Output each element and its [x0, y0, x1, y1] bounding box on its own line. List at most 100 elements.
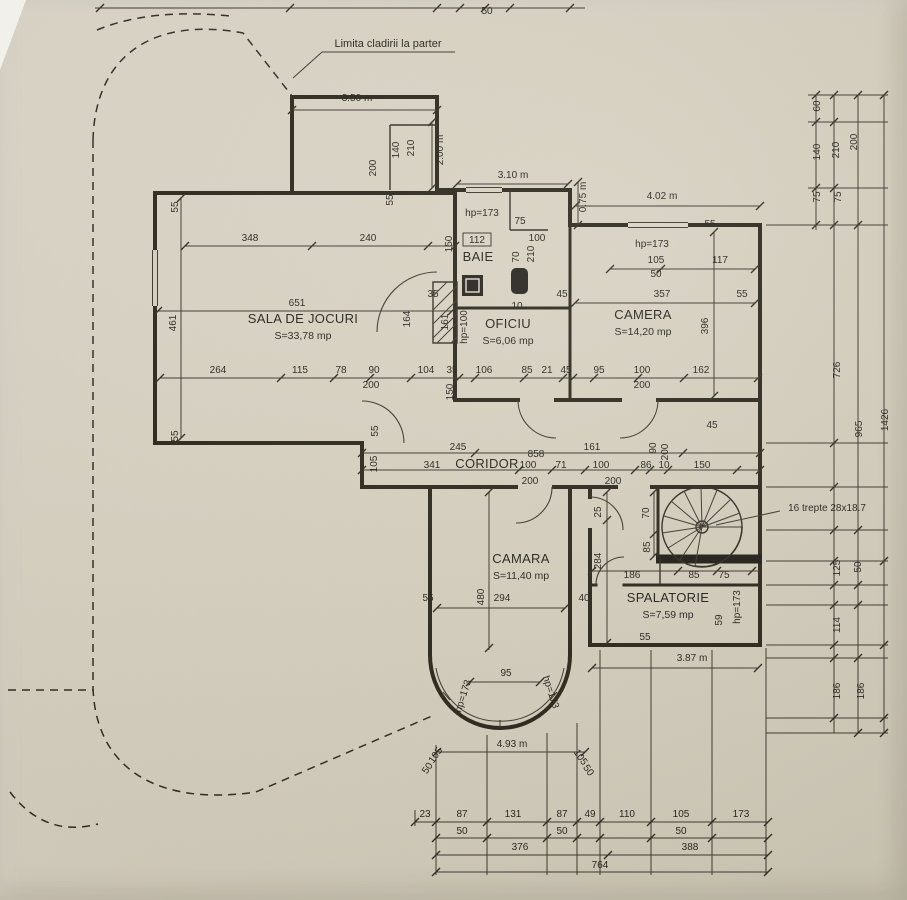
dimension-label: 100 [634, 365, 651, 376]
dimension-label: 150 [444, 235, 455, 252]
door-arc-camara [515, 486, 553, 524]
dimension-label: 210 [406, 139, 417, 156]
dimension-label: 87 [556, 809, 568, 820]
dimension-label: 200 [634, 380, 651, 391]
dimension-label: 114 [832, 617, 843, 633]
dimension-lines [95, 7, 888, 875]
dimension-label: 140 [391, 141, 402, 158]
dimension-label: 75 [833, 191, 844, 203]
dimension-label: 45 [560, 365, 572, 376]
dimension-label: 858 [528, 449, 545, 460]
dimension-label: 4.93 m [497, 739, 528, 750]
dimension-label: 210 [831, 141, 842, 158]
dimension-label: 0.75 m [578, 182, 589, 213]
dimension-label: 200 [363, 380, 380, 391]
room-number-box [462, 232, 492, 247]
dimension-label: 186 [832, 682, 843, 699]
dimension-label: 186 [856, 682, 867, 699]
dimension-label: 396 [700, 317, 711, 334]
dimension-label: 35 [427, 289, 439, 300]
dimension-label: 200 [522, 476, 539, 487]
dimension-label: 45 [706, 420, 718, 431]
dimension-label: 21 [541, 365, 553, 376]
dimension-label: hp=173 [732, 590, 743, 624]
note-building-limit: Limita cladirii la parter [335, 38, 442, 50]
room-label-oficiu: OFICIU [485, 316, 531, 331]
door-arc-sala [376, 271, 438, 333]
dimension-label: 75 [718, 570, 730, 581]
dimension-label: 357 [654, 289, 671, 300]
dimension-label: 4.02 m [647, 191, 678, 202]
dimension-label: 55 [704, 219, 716, 230]
dimension-label: 10 [658, 460, 670, 471]
dimension-label: 651 [289, 298, 306, 309]
dimension-label: 105 [427, 745, 446, 765]
windows [152, 187, 688, 728]
dimension-label: 104 [418, 365, 435, 376]
dimension-label: 55 [170, 201, 181, 213]
doors [361, 271, 659, 586]
dimension-label: 55 [422, 593, 434, 604]
dimension-label: 70 [641, 507, 652, 519]
dimension-label: 90 [368, 365, 380, 376]
room-area-camera: S=14,20 mp [615, 326, 672, 338]
dimension-label: 140 [812, 143, 823, 160]
dimension-label: 264 [210, 365, 227, 376]
dimension-label: hp=173 [635, 239, 669, 250]
door-arc-corridor-left [361, 400, 405, 444]
sink-icon [462, 275, 483, 296]
dimension-label: 50 [456, 826, 468, 837]
dimension-label: 49 [584, 809, 596, 820]
dimension-label: 50 [650, 269, 662, 280]
dimension-label: 150 [694, 460, 711, 471]
labels: Limita cladirii la parter 16 trepte 28x1… [168, 6, 891, 871]
toilet-icon [511, 268, 528, 294]
dimension-label: 55 [639, 632, 651, 643]
door-arc-spalatorie-zone [589, 496, 624, 531]
dimension-ticks [95, 3, 889, 877]
dimension-label: 284 [593, 552, 604, 569]
door-arc-spalatorie [595, 556, 625, 586]
dimension-label: 50 [556, 826, 568, 837]
dimension-label: 1426 [880, 408, 891, 431]
walls [153, 95, 762, 731]
dimension-label: 40 [578, 593, 590, 604]
dimension-label: 100 [529, 233, 546, 244]
stairs-leader-line [715, 510, 781, 526]
dimension-label: 131 [505, 809, 522, 820]
dimension-label: 55 [385, 194, 396, 206]
dimension-label: 161 [584, 442, 601, 453]
dimension-label: 461 [168, 314, 179, 331]
dimension-label: 86 [640, 460, 652, 471]
dimension-label: 764 [592, 860, 609, 871]
room-label-baie: BAIE [463, 249, 494, 264]
dimension-label: 106 [476, 365, 493, 376]
door-arc-camera [619, 399, 659, 439]
dimension-label: 85 [521, 365, 533, 376]
dimension-label: 294 [494, 593, 511, 604]
dimension-label: 341 [424, 460, 441, 471]
dimension-label: 348 [242, 233, 259, 244]
room-area-oficiu: S=6,06 mp [482, 335, 533, 347]
dimension-label: 117 [712, 255, 728, 266]
dimension-label: 35 [446, 365, 458, 376]
dimension-label: hp=173 [540, 675, 561, 711]
dimension-label: 50 [675, 826, 687, 837]
dimension-label: 200 [660, 443, 671, 460]
dimension-label: 55 [170, 430, 181, 442]
dimension-label: 173 [733, 809, 750, 820]
note-stairs: 16 trepte 28x18.7 [788, 503, 866, 514]
dimension-label: 45 [556, 289, 568, 300]
room-area-sala-de-jocuri: S=33,78 mp [275, 330, 332, 342]
dimension-label: 10 [511, 301, 523, 312]
dimension-label: 100 [593, 460, 610, 471]
hatched-wall-section [432, 281, 458, 344]
spiral-staircase [661, 486, 781, 568]
room-label-sala-de-jocuri: SALA DE JOCURI [248, 311, 358, 326]
dimension-label: 85 [688, 570, 700, 581]
door-arc-oficiu [517, 399, 557, 439]
dimension-label: 95 [500, 668, 512, 679]
dimension-label: 110 [619, 809, 635, 820]
dimension-label: 388 [682, 842, 699, 853]
